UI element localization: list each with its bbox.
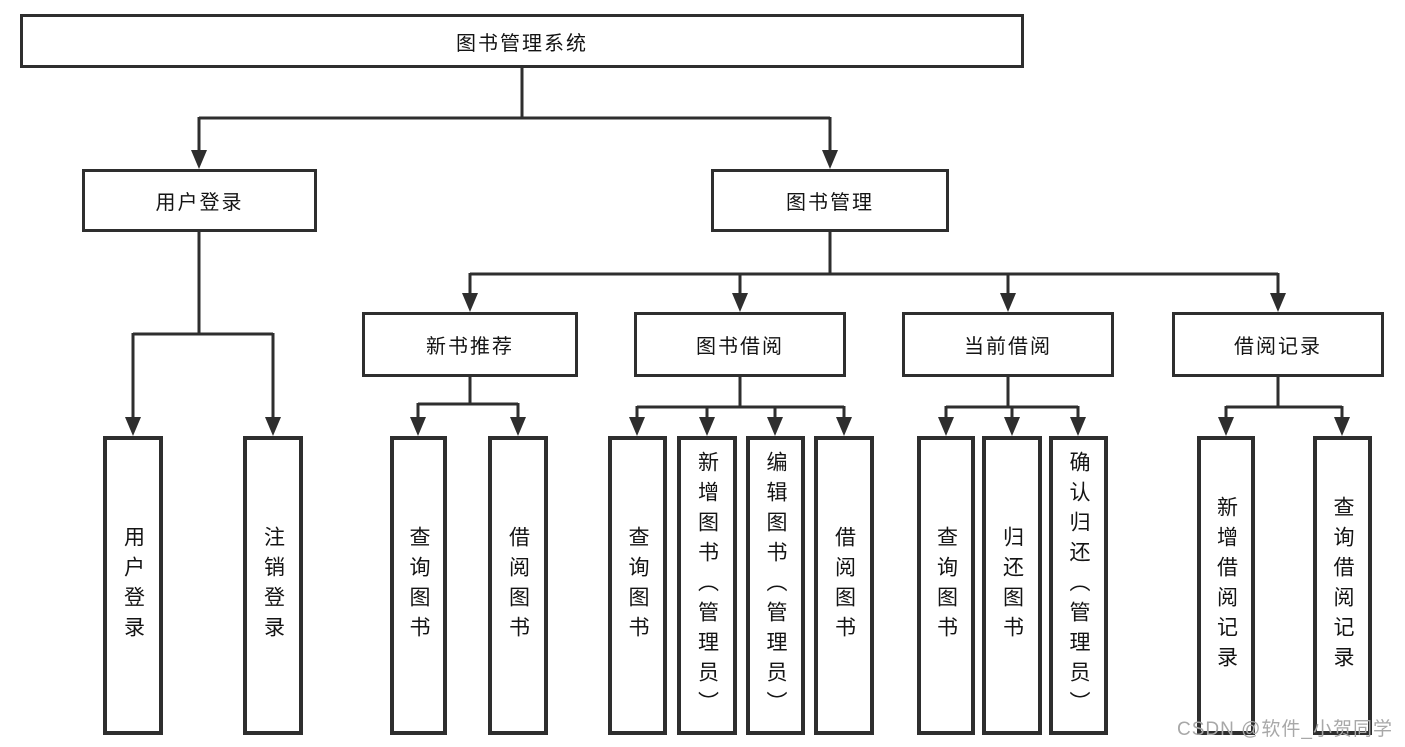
leaf-query-book-newbook-label: 查询图书 [407,525,430,646]
node-borrow-record: 借阅记录 [1172,312,1384,377]
node-root-label: 图书管理系统 [456,32,588,55]
leaf-borrow-book: 借阅图书 [814,436,874,735]
leaf-query-book-borrow-label: 查询图书 [626,525,649,646]
leaf-return-book-label: 归还图书 [1000,525,1024,646]
node-book-borrow: 图书借阅 [634,312,846,377]
leaf-add-borrow-record: 新增借阅记录 [1197,436,1255,735]
leaf-add-book-admin-label: 新增图书（管理员） [695,450,719,721]
leaf-query-borrow-record-label: 查询借阅记录 [1331,495,1354,676]
leaf-query-book-current-label: 查询图书 [934,525,958,646]
leaf-borrow-book-newbook: 借阅图书 [488,436,548,735]
node-current-borrow-label: 当前借阅 [964,336,1052,358]
arrowheads [125,150,1350,436]
node-current-borrow: 当前借阅 [902,312,1114,377]
leaf-borrow-book-label: 借阅图书 [832,525,856,646]
leaf-query-book-borrow: 查询图书 [608,436,667,735]
node-user-login-label: 用户登录 [155,192,244,214]
leaf-confirm-return-admin: 确认归还（管理员） [1049,436,1108,735]
leaf-logout: 注销登录 [243,436,303,735]
leaf-user-login: 用户登录 [103,436,163,735]
node-new-book-recommend: 新书推荐 [362,312,578,377]
node-book-management-label: 图书管理 [786,192,874,214]
node-book-borrow-label: 图书借阅 [696,336,784,358]
node-book-management: 图书管理 [711,169,949,232]
leaf-add-book-admin: 新增图书（管理员） [677,436,737,735]
leaf-logout-label: 注销登录 [261,525,285,646]
node-user-login: 用户登录 [82,169,317,232]
leaf-add-borrow-record-label: 新增借阅记录 [1214,495,1238,676]
leaf-query-borrow-record: 查询借阅记录 [1313,436,1372,735]
leaf-borrow-book-newbook-label: 借阅图书 [506,525,530,646]
leaf-return-book: 归还图书 [982,436,1042,735]
node-root-system: 图书管理系统 [20,14,1024,68]
leaf-query-book-current: 查询图书 [917,436,975,735]
leaf-edit-book-admin: 编辑图书（管理员） [746,436,805,735]
leaf-edit-book-admin-label: 编辑图书（管理员） [764,450,787,721]
node-new-book-recommend-label: 新书推荐 [426,336,514,358]
leaf-user-login-label: 用户登录 [121,525,145,646]
csdn-watermark: CSDN @软件_小贺同学 [1177,719,1393,740]
leaf-query-book-newbook: 查询图书 [390,436,447,735]
node-borrow-record-label: 借阅记录 [1234,336,1322,358]
leaf-confirm-return-admin-label: 确认归还（管理员） [1067,450,1090,721]
